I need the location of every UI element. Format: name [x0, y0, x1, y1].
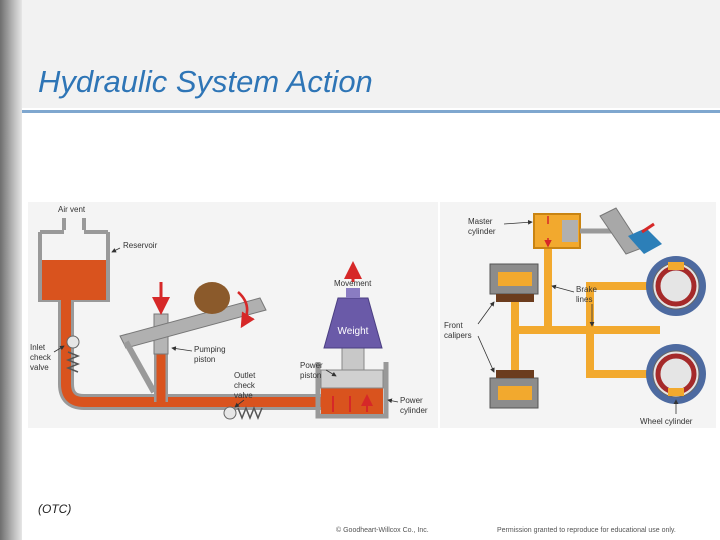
power-piston-label: Power piston [300, 361, 337, 380]
svg-text:valve: valve [30, 363, 49, 372]
weight-label: Weight [338, 326, 369, 337]
svg-text:lines: lines [576, 295, 592, 304]
reservoir [38, 218, 110, 302]
svg-text:calipers: calipers [444, 331, 472, 340]
svg-text:Front: Front [444, 321, 463, 330]
pumping-piston-label: Pumping piston [171, 345, 226, 364]
title-divider [22, 110, 720, 113]
left-gradient-bar [0, 0, 22, 540]
master-cylinder-label: Master cylinder [468, 217, 533, 236]
title-band [22, 0, 720, 108]
svg-text:valve: valve [234, 391, 253, 400]
image-credit: (OTC) [38, 502, 72, 516]
slide-title: Hydraulic System Action [38, 64, 373, 99]
brake-lines [511, 248, 660, 388]
wheel-drum-upper [646, 256, 706, 316]
reservoir-label: Reservoir [123, 241, 158, 250]
weight: Weight [323, 261, 383, 371]
front-caliper-upper [489, 263, 539, 302]
movement-label: Movement [334, 279, 372, 288]
outlet-check-valve [223, 405, 263, 421]
outlet-check-valve-label: Outlet check valve [234, 371, 256, 408]
front-caliper-lower [489, 370, 539, 409]
copyright-footer: © Goodheart-Willcox Co., Inc. [336, 527, 429, 534]
pumping-piston-lever [119, 282, 267, 394]
svg-text:piston: piston [300, 371, 321, 380]
svg-text:Inlet: Inlet [30, 343, 46, 352]
wheel-cylinder-label: Wheel cylinder [640, 417, 693, 426]
svg-text:cylinder: cylinder [400, 406, 428, 415]
svg-text:Master: Master [468, 217, 493, 226]
air-vent-label: Air vent [58, 205, 86, 214]
svg-text:check: check [30, 353, 52, 362]
svg-text:Brake: Brake [576, 285, 597, 294]
svg-text:Pumping: Pumping [194, 345, 226, 354]
hydraulic-jack-diagram: Weight Air vent Reservoir Inlet check va… [28, 202, 438, 428]
svg-text:Outlet: Outlet [234, 371, 256, 380]
permission-footer: Permission granted to reproduce for educ… [497, 527, 676, 534]
svg-text:cylinder: cylinder [468, 227, 496, 236]
inlet-check-valve-label: Inlet check valve [30, 343, 65, 372]
brake-system-diagram: Master cylinder Brake lines Front calipe… [440, 202, 716, 428]
brake-lines-label: Brake lines [551, 284, 597, 327]
wheel-drum-lower [646, 344, 706, 404]
master-cylinder [533, 207, 662, 255]
svg-text:piston: piston [194, 355, 215, 364]
svg-text:check: check [234, 381, 256, 390]
svg-text:Power: Power [300, 361, 323, 370]
inlet-check-valve [65, 335, 81, 373]
hand [194, 282, 230, 314]
svg-text:Power: Power [400, 396, 423, 405]
power-cylinder-label: Power cylinder [387, 396, 428, 415]
front-calipers-label: Front calipers [444, 301, 495, 373]
